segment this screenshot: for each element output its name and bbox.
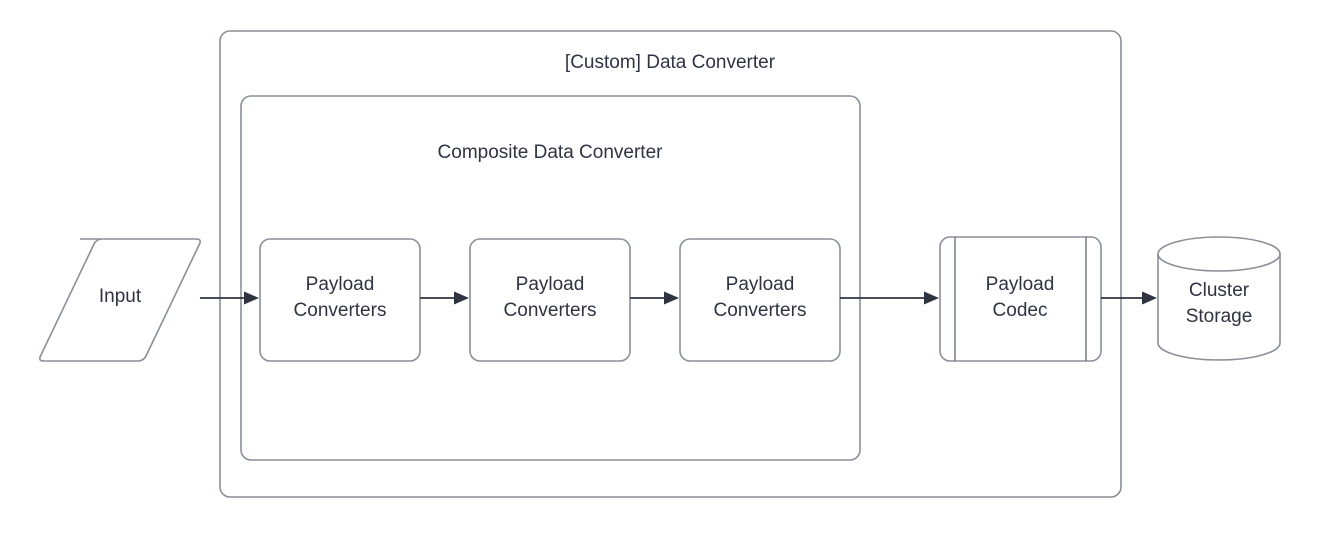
node-payload-codec-label-line2: Codec [993,300,1048,321]
connector-converter-2-to-converter-3-arrowhead [664,291,679,305]
node-cluster-storage[interactable]: Cluster Storage [1157,236,1281,361]
node-cluster-storage-body [1157,254,1281,361]
node-payload-converters-2[interactable]: Payload Converters [469,238,631,362]
node-payload-converters-1-label-line1: Payload [306,274,375,295]
node-payload-codec-outline [939,236,1102,362]
node-cluster-storage-fill [1158,237,1280,360]
node-payload-converters-1-label-line2: Converters [294,300,387,321]
connector-payload-codec-to-cluster-storage-arrowhead [1142,291,1157,305]
node-cluster-storage-label-line2: Storage [1186,306,1253,327]
node-payload-converters-3-label-line2: Converters [714,300,807,321]
node-payload-codec-fill [940,237,1101,361]
connector-input-to-converter-1 [200,291,259,305]
node-payload-converters-1-outline [259,238,421,362]
node-payload-converters-3-outline [679,238,841,362]
node-payload-converters-3-label-line1: Payload [726,274,795,295]
connector-converter-3-to-payload-codec-arrowhead [924,291,939,305]
node-payload-codec-label-line1: Payload [986,274,1055,295]
connector-converter-1-to-converter-2-arrowhead [454,291,469,305]
node-input-outline [38,238,202,362]
node-payload-converters-2-label-line1: Payload [516,274,585,295]
connector-converter-3-to-payload-codec [840,291,939,305]
node-cluster-storage-top-cap [1157,236,1281,272]
node-payload-converters-2-fill [470,239,630,361]
container-composite-data-converter-label: Composite Data Converter [438,142,664,163]
node-payload-converters-1-fill [260,239,420,361]
node-payload-converters-2-outline [469,238,631,362]
node-input-fill [41,239,201,361]
container-custom-data-converter-label: [Custom] Data Converter [565,52,776,73]
node-payload-codec[interactable]: Payload Codec [939,236,1102,362]
connector-input-to-converter-1-arrowhead [244,291,259,305]
connector-payload-codec-to-cluster-storage [1101,291,1157,305]
connector-converter-2-to-converter-3 [630,291,679,305]
node-payload-converters-2-label-line2: Converters [504,300,597,321]
node-payload-converters-3[interactable]: Payload Converters [679,238,841,362]
node-cluster-storage-label-line1: Cluster [1189,280,1250,301]
connector-converter-1-to-converter-2 [420,291,469,305]
node-input[interactable]: Input [38,238,202,362]
node-payload-converters-3-fill [680,239,840,361]
node-input-label: Input [99,286,142,307]
node-payload-converters-1[interactable]: Payload Converters [259,238,421,362]
